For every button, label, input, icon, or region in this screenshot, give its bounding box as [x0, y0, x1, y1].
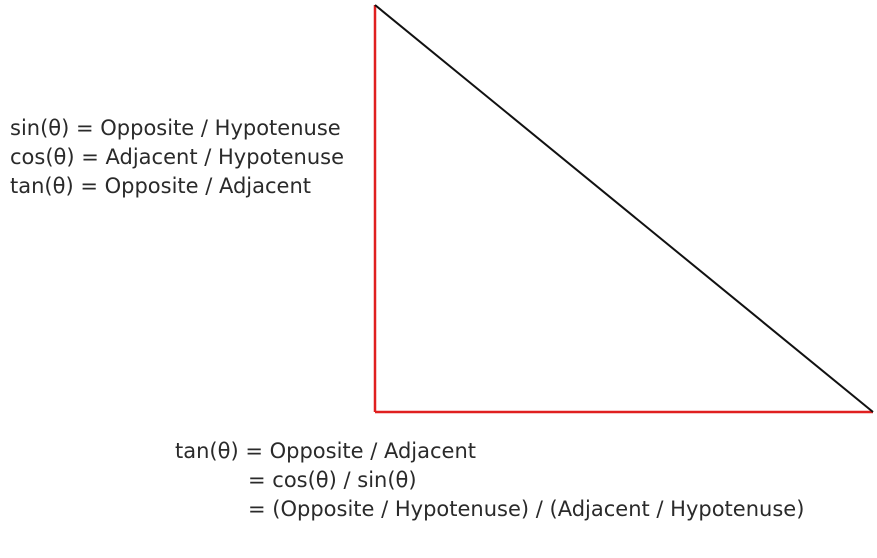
- derivation-line-3: = (Opposite / Hypotenuse) / (Adjacent / …: [248, 497, 805, 521]
- hypotenuse: [374, 4, 874, 413]
- derivation-line-1: tan(θ) = Opposite / Adjacent: [175, 439, 477, 463]
- trig-definitions: sin(θ) = Opposite / Hypotenuse cos(θ) = …: [10, 114, 344, 201]
- tangent-derivation: tan(θ) = Opposite / Adjacent = cos(θ) / …: [175, 437, 804, 524]
- derivation-line-2: = cos(θ) / sin(θ): [248, 468, 417, 492]
- tangent-definition: tan(θ) = Opposite / Adjacent: [10, 174, 312, 198]
- cosine-definition: cos(θ) = Adjacent / Hypotenuse: [10, 145, 345, 169]
- sine-definition: sin(θ) = Opposite / Hypotenuse: [10, 116, 341, 140]
